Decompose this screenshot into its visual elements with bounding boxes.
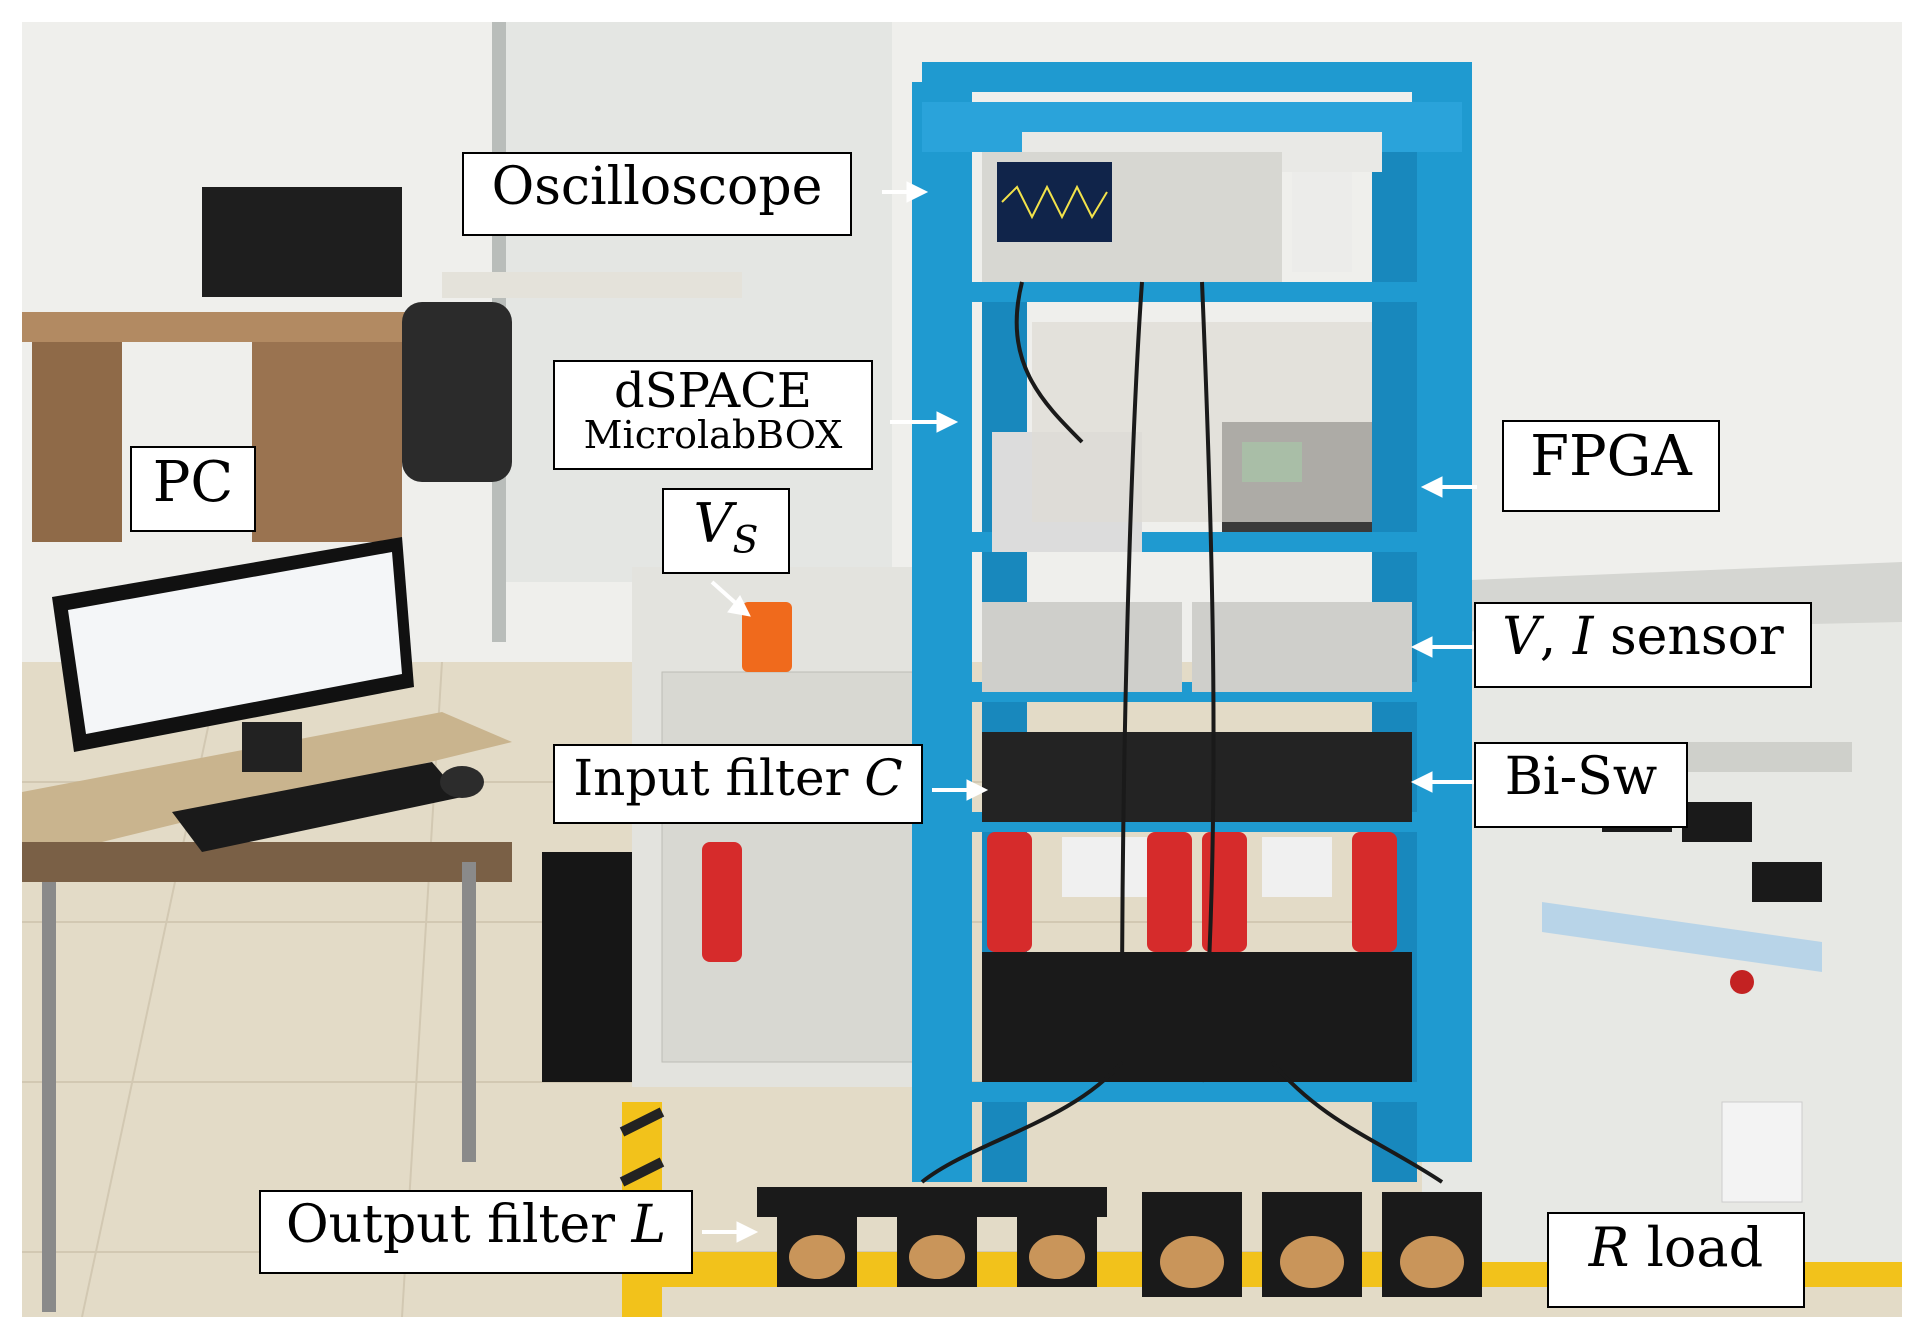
bi-sw-label-text: Bi-Sw — [1504, 747, 1658, 807]
r-load-label-var: R — [1588, 1216, 1630, 1279]
vs-device — [742, 602, 792, 672]
pc-desk — [22, 712, 512, 1312]
vs-label: VS — [662, 488, 790, 574]
input-filter-label: Input filter C — [553, 744, 923, 824]
pc-label-text: PC — [152, 450, 234, 515]
dspace-label-line1: dSPACE — [614, 363, 812, 419]
vi-sensor-label-sep: , — [1539, 607, 1557, 667]
fpga-label-text: FPGA — [1530, 424, 1692, 489]
grey-cabinet — [632, 567, 952, 1087]
keyboard — [172, 762, 462, 852]
vs-label-main: V — [693, 492, 733, 555]
output-filter-label-text: Output filter — [285, 1195, 615, 1255]
mouse — [440, 766, 484, 798]
dspace-label: dSPACE MicrolabBOX — [553, 360, 873, 470]
pc-label: PC — [130, 446, 256, 532]
dspace-label-line2: MicrolabBOX — [583, 413, 843, 458]
sensor-board-right — [1192, 602, 1412, 692]
annotation-arrows — [702, 181, 1477, 1243]
vi-sensor-label: V, I sensor — [1474, 602, 1812, 688]
vi-sensor-label-v: V — [1502, 607, 1540, 667]
fpga-label: FPGA — [1502, 420, 1720, 512]
blue-rack — [912, 62, 1472, 1182]
vi-sensor-label-text: sensor — [1609, 607, 1784, 667]
r-load-inductors — [1142, 1192, 1482, 1297]
output-filter-label: Output filter L — [259, 1190, 693, 1274]
output-filter-label-var: L — [631, 1195, 667, 1255]
r-load-label-text: load — [1646, 1216, 1764, 1279]
pc-monitor — [52, 537, 484, 852]
sensor-board-left — [982, 602, 1182, 692]
vs-label-sub: S — [732, 517, 759, 562]
output-filter-inductors — [757, 1187, 1107, 1287]
r-load-label: R load — [1547, 1212, 1805, 1308]
oscilloscope-label: Oscilloscope — [462, 152, 852, 236]
input-filter-label-var: C — [864, 749, 903, 807]
input-filter-label-text: Input filter — [573, 749, 849, 807]
bi-sw-area — [982, 732, 1412, 822]
vi-sensor-label-i: I — [1572, 607, 1594, 667]
back-desk — [22, 187, 742, 542]
bi-sw-label: Bi-Sw — [1474, 742, 1688, 828]
cables — [920, 281, 1444, 1184]
oscilloscope-label-text: Oscilloscope — [491, 157, 823, 217]
